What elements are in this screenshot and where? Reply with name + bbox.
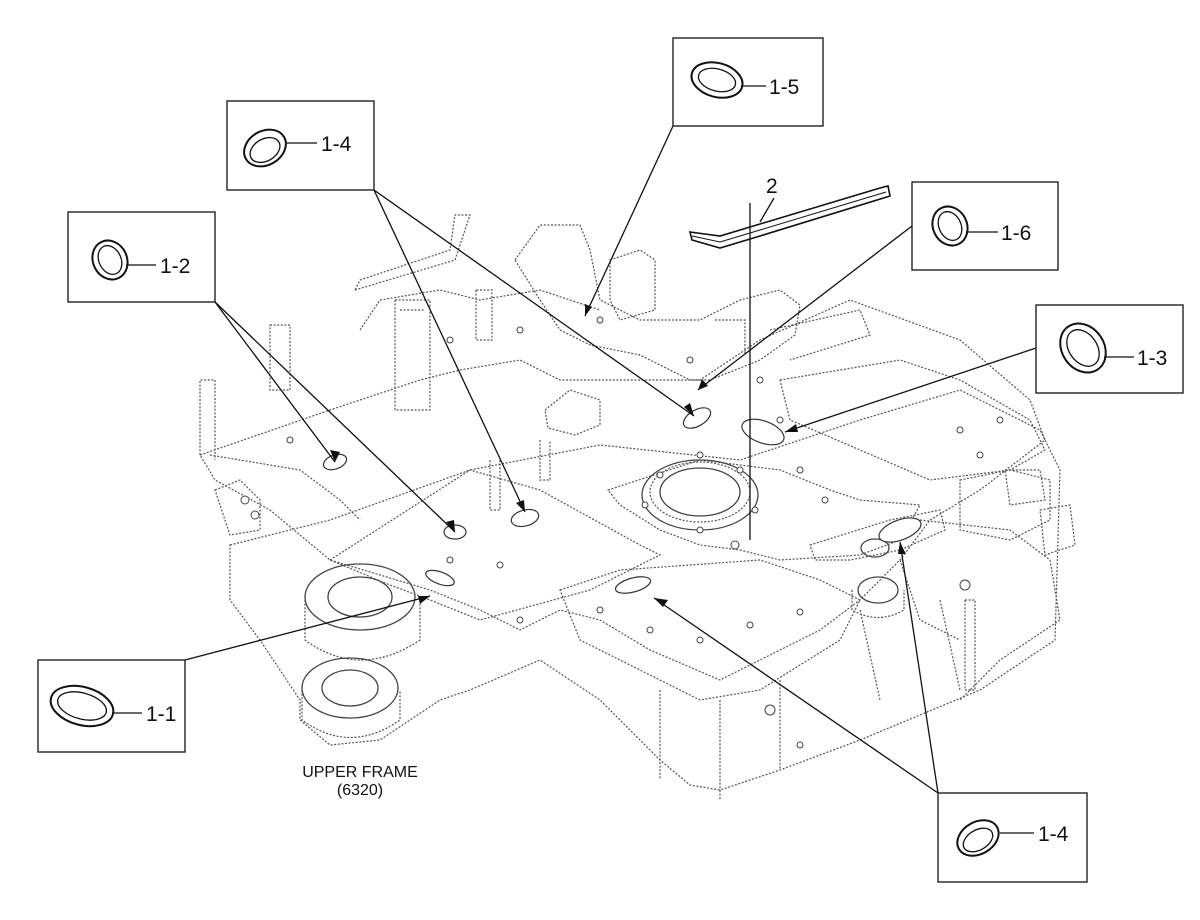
- callout-1-6: 1-6: [911, 181, 1059, 271]
- callout-1-3: 1-3: [1035, 304, 1184, 394]
- leader-lines: [184, 125, 1037, 794]
- grommet-icon: [931, 205, 969, 247]
- grommet-icon: [49, 684, 115, 728]
- seal-strip-icon: [688, 185, 891, 249]
- callout-label-1-2: 1-2: [160, 255, 190, 278]
- frame-caption-code: (6320): [337, 782, 383, 799]
- grommet-icon: [91, 239, 129, 281]
- grommet-icon: [243, 128, 287, 168]
- callout-1-4-bottom: 1-4: [937, 792, 1088, 883]
- callout-1-2: 1-2: [67, 211, 216, 303]
- callout-label-1-5: 1-5: [769, 76, 799, 99]
- callout-label-1-3: 1-3: [1137, 347, 1167, 370]
- grommet-icon: [1059, 322, 1107, 374]
- callout-label-2: 2: [766, 175, 778, 198]
- callout-label-1-4-bottom: 1-4: [1038, 823, 1069, 846]
- grommet-icon: [690, 61, 744, 99]
- callout-1-1: 1-1: [37, 659, 186, 753]
- callout-2: 2: [759, 175, 778, 223]
- callout-1-5: 1-5: [672, 37, 824, 127]
- callout-label-1-1: 1-1: [146, 703, 176, 726]
- callout-label-1-4-top: 1-4: [321, 133, 352, 156]
- callout-1-4-top: 1-4: [226, 100, 375, 191]
- frame-caption-title: UPPER FRAME: [302, 764, 418, 781]
- grommet-icon: [956, 819, 1000, 857]
- callout-label-1-6: 1-6: [1001, 222, 1031, 245]
- upper-frame-drawing: [199, 185, 1076, 800]
